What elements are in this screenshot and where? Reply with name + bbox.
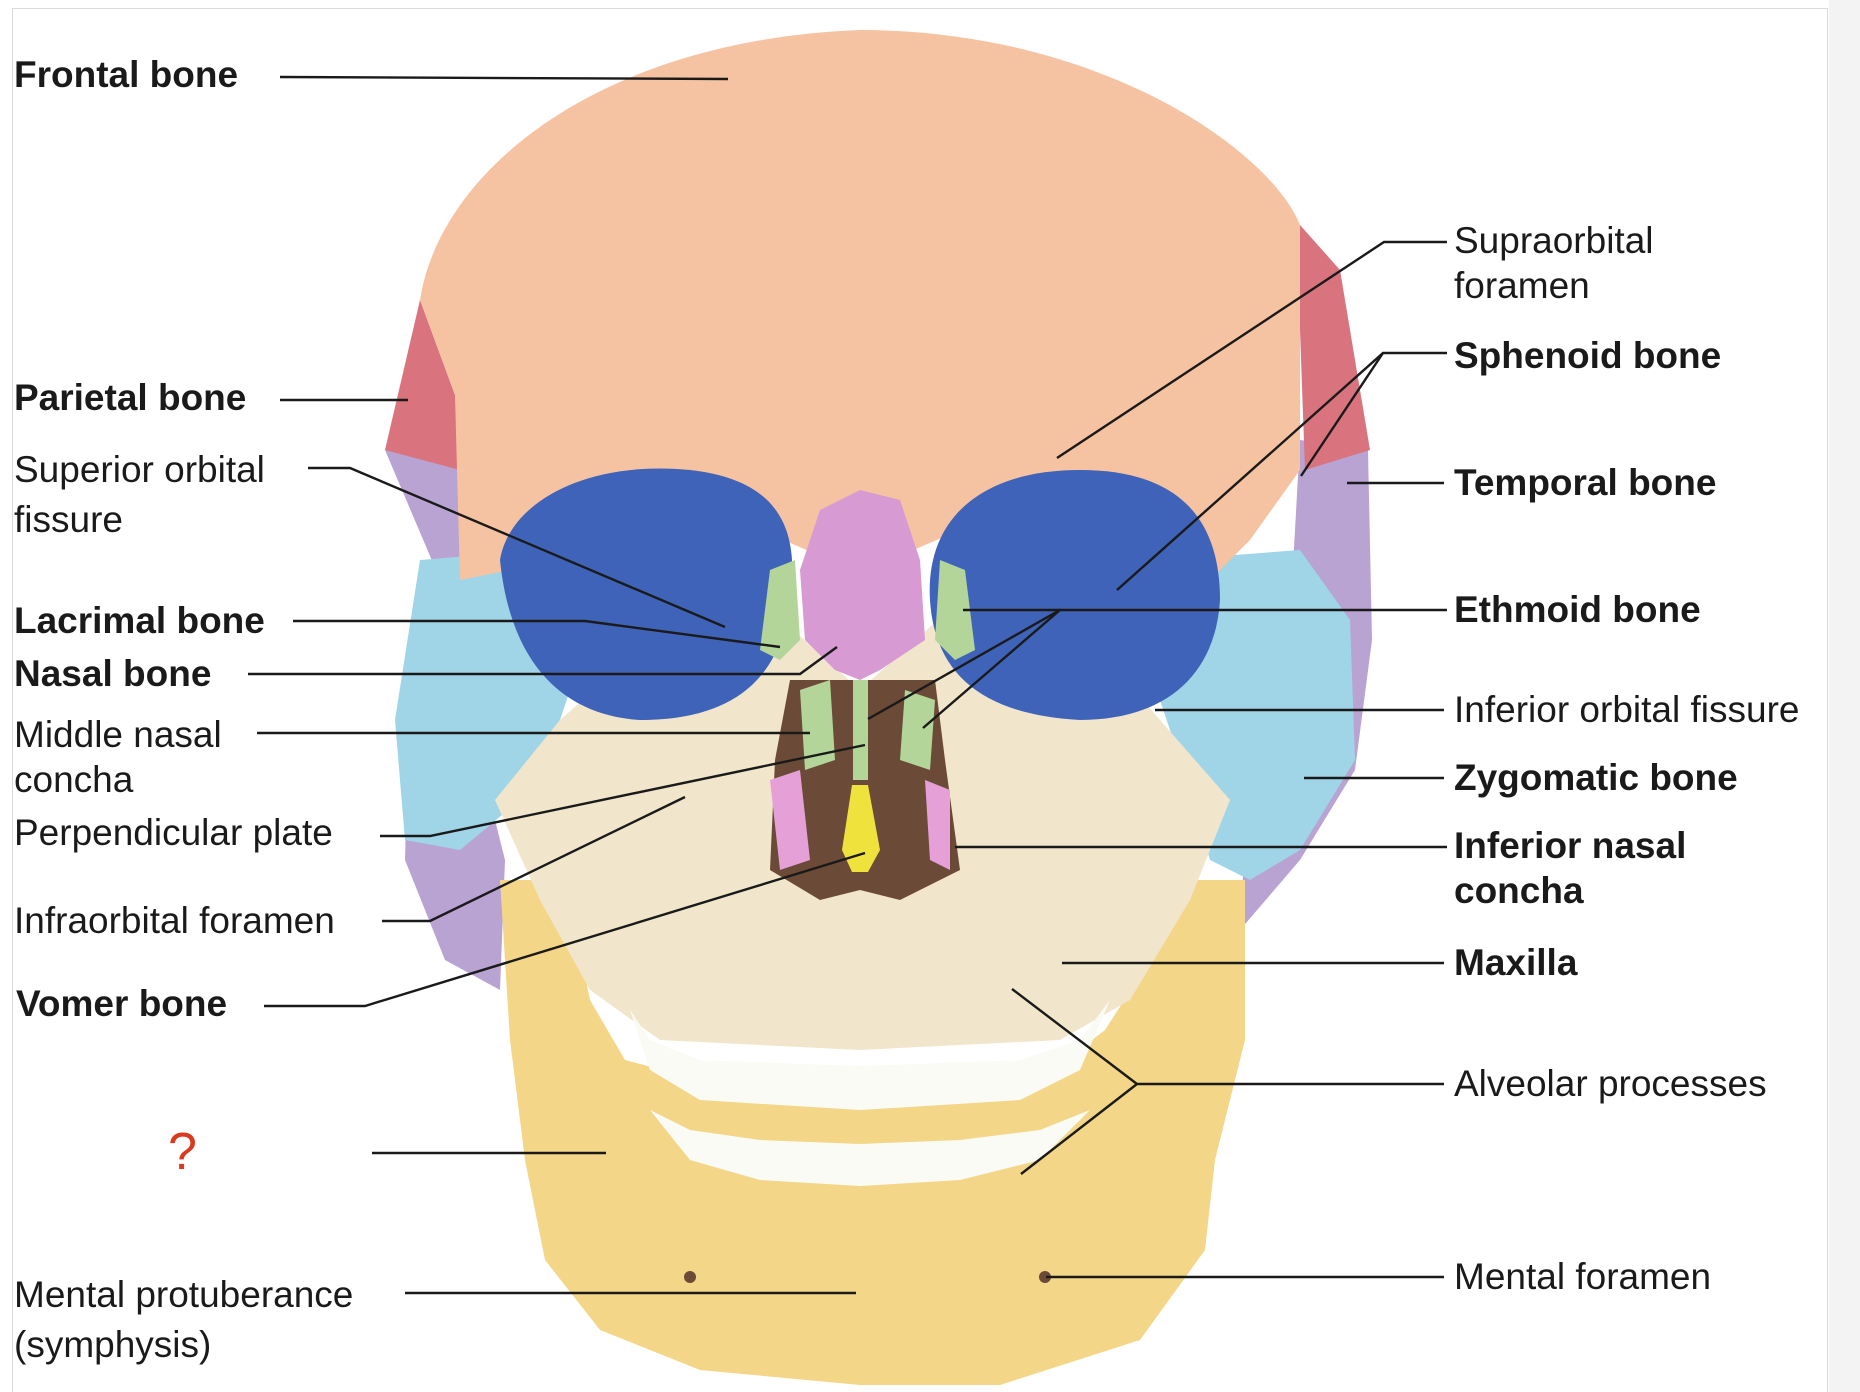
parietal-bone-right [1300,225,1370,470]
label-parietal-bone: Parietal bone [14,377,247,418]
ethmoid-bone-left [760,560,800,660]
frontal-bone [420,30,1300,600]
label-ethmoid-bone: Ethmoid bone [1454,589,1701,630]
inferior-nasal-concha [770,770,950,870]
label-infraorbital-foramen: Infraorbital foramen [14,900,335,941]
label-inferior-orbital-fissure: Inferior orbital fissure [1454,689,1800,730]
leader-infraorbital-foramen [382,795,686,923]
label-zygomatic-bone: Zygomatic bone [1454,757,1738,798]
label-maxilla: Maxilla [1454,942,1578,983]
right-gutter [1829,0,1860,1392]
mental-foramen-left [684,1271,696,1283]
ethmoid-bone-right [935,560,975,660]
label-temporal-bone: Temporal bone [1454,462,1717,503]
label-alveolar-processes: Alveolar processes [1454,1063,1767,1104]
label-lacrimal-bone: Lacrimal bone [14,600,265,641]
leader-supraorbital-foramen [1056,240,1447,460]
lower-teeth [650,1110,1090,1186]
leader-sphenoid-bone-b [1300,352,1384,477]
leader-superior-orbital-fissure [308,466,726,629]
label-supraorbital-foramen: Supraorbital foramen [1454,220,1654,306]
mental-foramen-right [1039,1271,1051,1283]
leader-frontal-bone [279,75,729,81]
label-vomer-bone: Vomer bone [16,983,228,1024]
leader-alveolar-processes-b [1020,1083,1138,1175]
leader-nasal-bone [248,646,838,676]
orbit-right [929,470,1220,720]
leader-vomer-bone [264,851,866,1008]
perpendicular-plate [853,680,868,780]
upper-teeth [630,1000,1110,1110]
label-mental-foramen: Mental foramen [1454,1256,1712,1297]
leader-perpendicular-plate [380,743,866,838]
label-superior-orbital-fissure: Superior orbital fissure [14,449,265,540]
mandible [500,880,1245,1385]
skull-illustration [385,30,1372,1385]
unknown-label-question-mark: ? [168,1123,197,1181]
label-nasal-bone: Nasal bone [14,653,212,694]
label-mental-protuberance: Mental protuberance (symphysis) [14,1274,354,1365]
label-sphenoid-bone: Sphenoid bone [1454,335,1722,376]
parietal-bone-left [385,300,460,470]
middle-nasal-concha [800,680,935,770]
label-perpendicular-plate: Perpendicular plate [14,812,333,853]
nasal-bone [800,490,925,680]
leader-lacrimal-bone [293,619,781,649]
label-frontal-bone: Frontal bone [14,54,239,95]
leader-ethmoid-bone-a [922,609,1061,729]
label-middle-nasal-concha: Middle nasal concha [14,714,222,800]
vomer-bone [842,785,880,872]
label-inferior-nasal-concha: Inferior nasal concha [1454,825,1687,911]
leader-lines [248,75,1447,1295]
